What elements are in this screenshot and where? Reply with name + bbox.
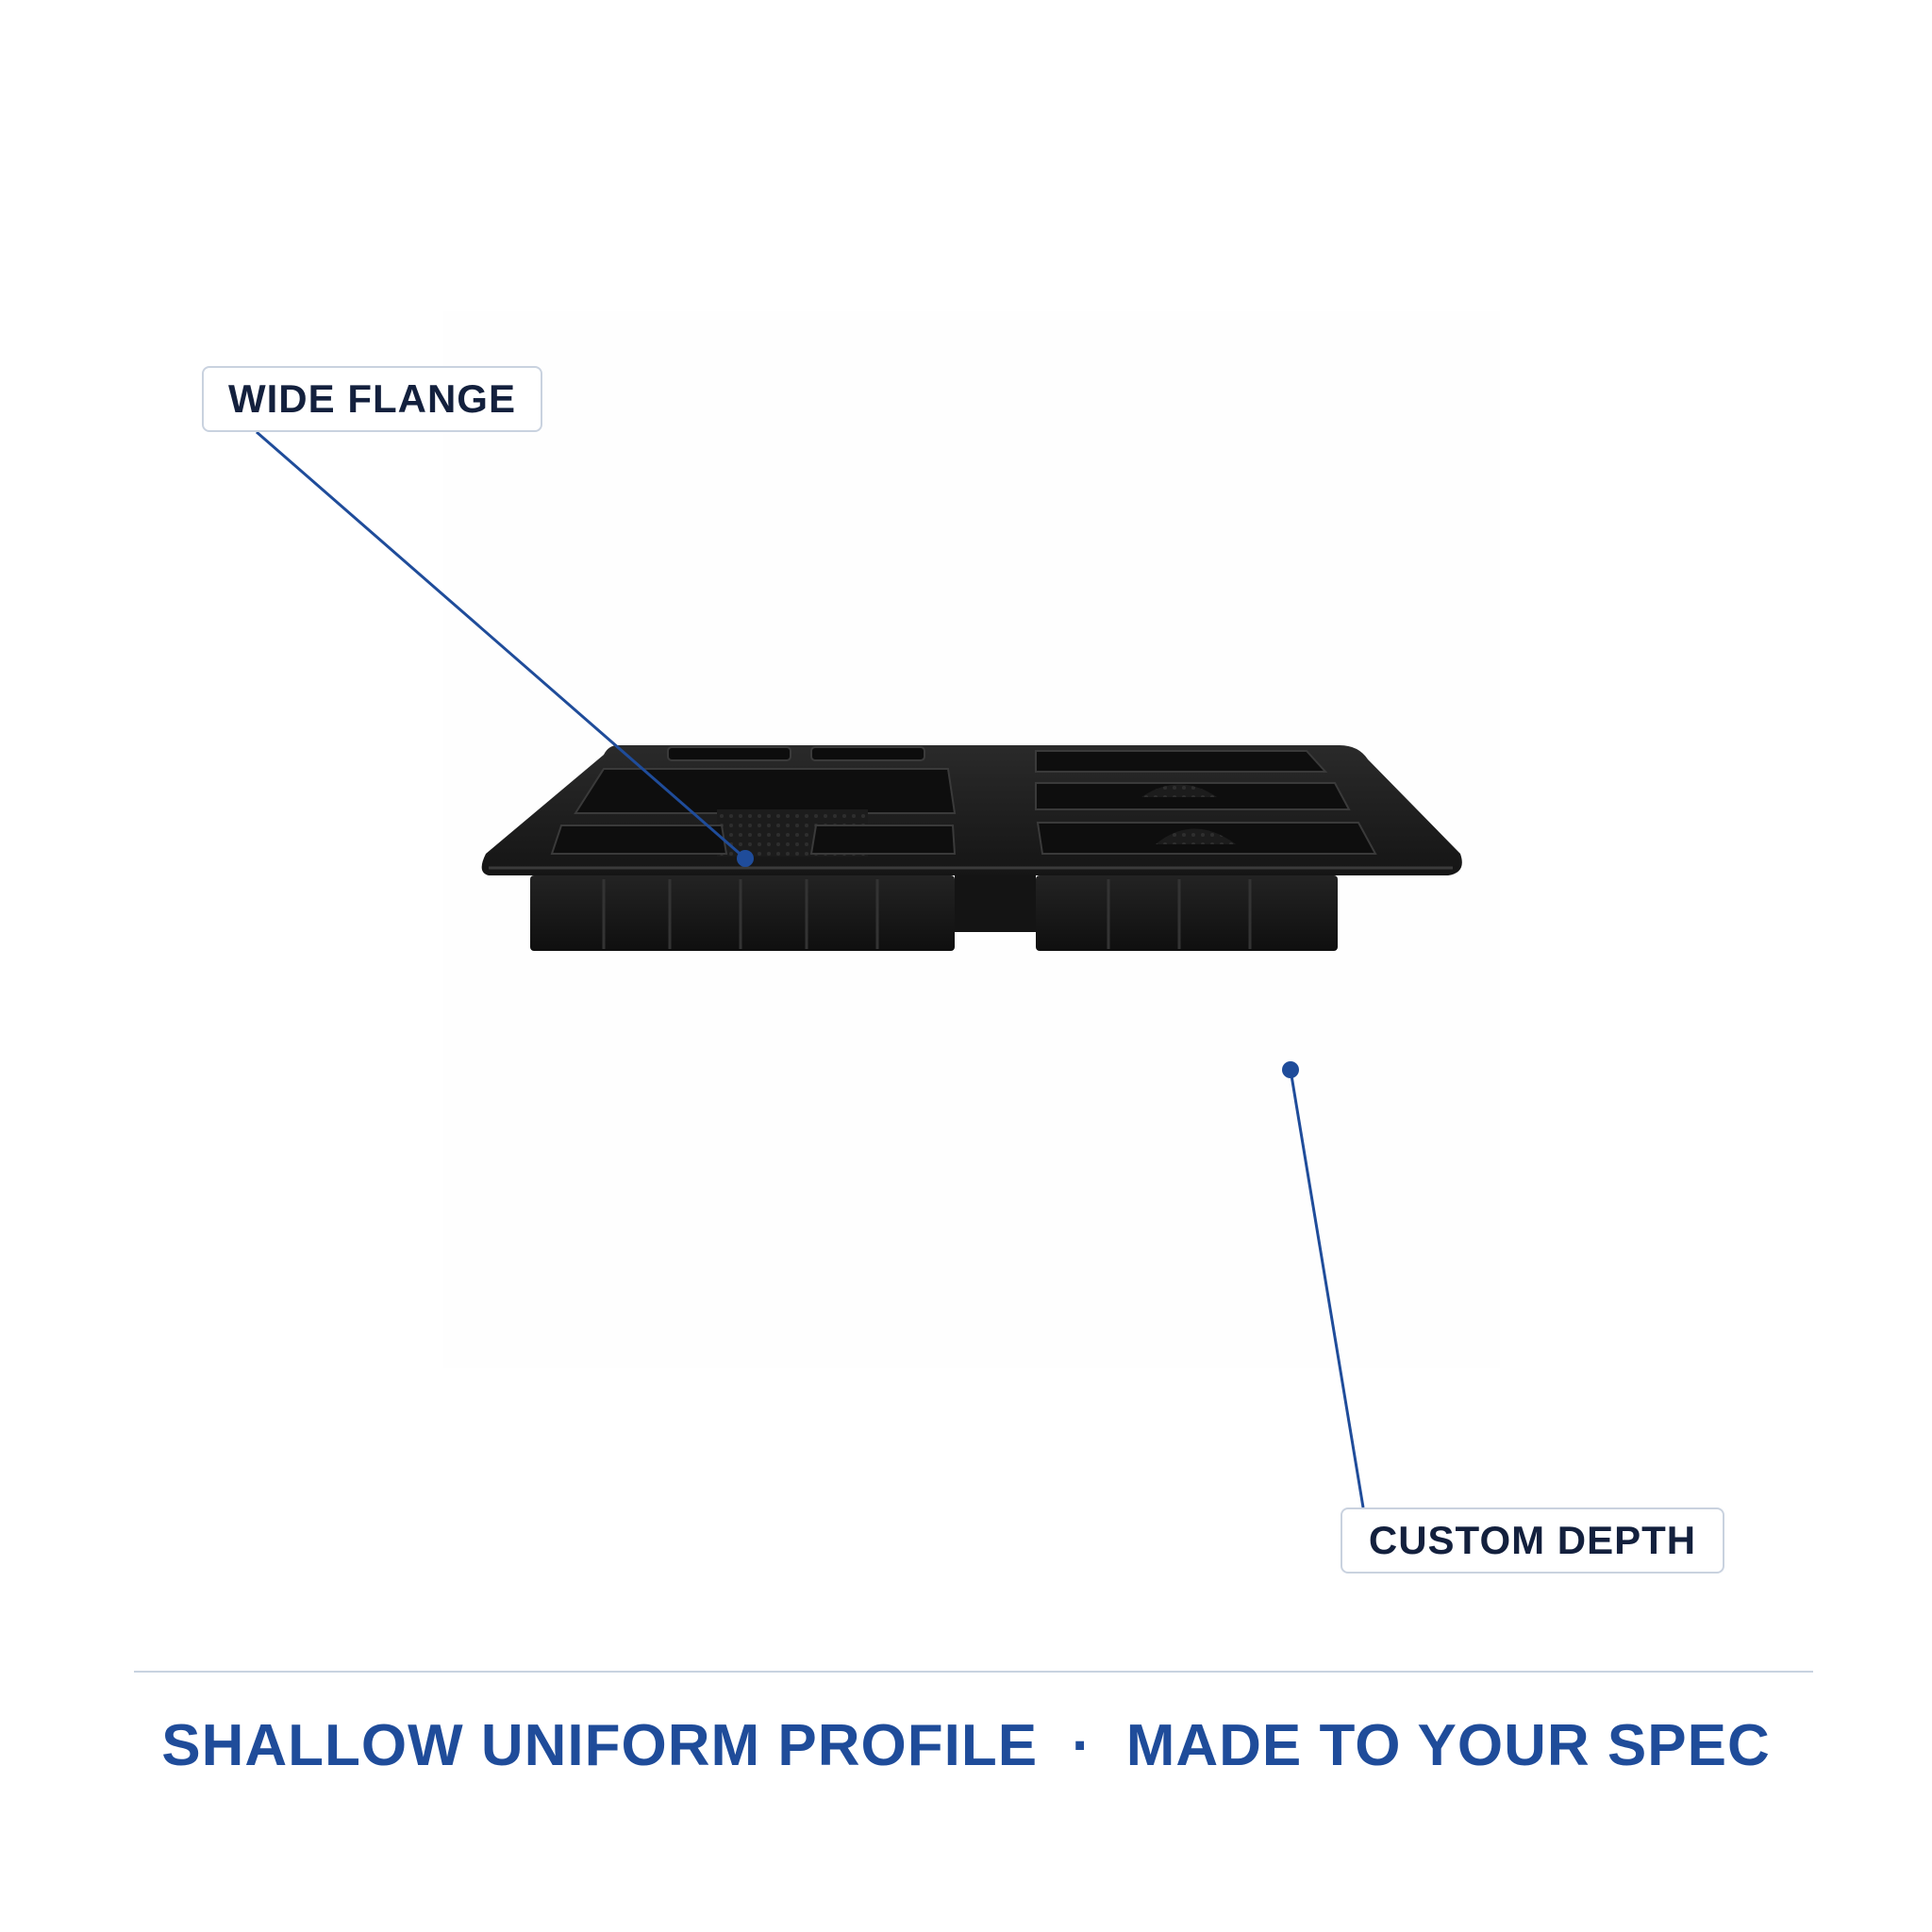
tray-pocket [810, 746, 925, 761]
tagline-separator: · [1072, 1713, 1092, 1778]
callout-custom-depth: CUSTOM DEPTH [1341, 1507, 1724, 1574]
tray-lower-wall-left [530, 875, 955, 951]
depth-leader [1282, 1061, 1365, 1508]
tray-lower-wall-right [1036, 875, 1338, 951]
callout-wide-flange: WIDE FLANGE [202, 366, 542, 432]
callout-custom-depth-label: CUSTOM DEPTH [1368, 1518, 1697, 1562]
tray-pocket [550, 824, 728, 855]
tray-textured-floor [1141, 784, 1217, 797]
tray-textured-floor [1156, 828, 1236, 844]
tagline: SHALLOW UNIFORM PROFILE·MADE TO YOUR SPE… [0, 1717, 1932, 1775]
tray [481, 745, 1462, 951]
tagline-left: SHALLOW UNIFORM PROFILE [161, 1713, 1039, 1778]
footer-divider [134, 1671, 1813, 1673]
tray-pocket [1035, 750, 1328, 773]
flange-leader [256, 430, 754, 867]
tray-pocket [574, 768, 957, 814]
tray-pocket [809, 824, 957, 855]
callout-wide-flange-label: WIDE FLANGE [228, 376, 516, 421]
tray-pocket [667, 746, 791, 761]
depth-leader-dot [1282, 1061, 1299, 1078]
tagline-right: MADE TO YOUR SPEC [1125, 1713, 1771, 1778]
flange-leader-dot [737, 850, 754, 867]
